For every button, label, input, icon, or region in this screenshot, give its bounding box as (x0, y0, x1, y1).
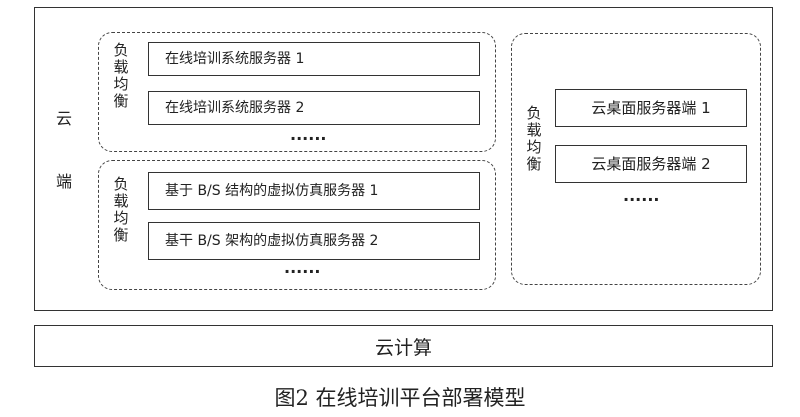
lb-char: 均 (113, 75, 129, 93)
lb-char: 载 (113, 58, 129, 76)
server-label: 基干 B/S 架构的虚拟仿真服务器 2 (165, 233, 379, 249)
server-label: 基于 B/S 结构的虚拟仿真服务器 1 (165, 183, 379, 199)
lb-char: 载 (113, 192, 129, 210)
group-desktop-lb-label: 负 载 均 衡 (525, 105, 543, 173)
lb-char: 载 (526, 121, 542, 139)
simulation-server-2: 基干 B/S 架构的虚拟仿真服务器 2 (148, 222, 480, 260)
server-label: 在线培训系统服务器 2 (165, 100, 305, 116)
group-simulation-lb-label: 负 载 均 衡 (112, 176, 130, 244)
training-ellipsis: ······ (290, 129, 327, 148)
training-server-2: 在线培训系统服务器 2 (148, 91, 480, 125)
server-label: 在线培训系统服务器 1 (165, 51, 305, 67)
cloud-end-label-2: 端 (56, 172, 73, 191)
simulation-server-1: 基于 B/S 结构的虚拟仿真服务器 1 (148, 172, 480, 210)
cloud-desktop-ellipsis: ······ (623, 190, 660, 209)
cloud-desktop-server-1: 云桌面服务器端 1 (555, 89, 747, 127)
server-label: 云桌面服务器端 1 (591, 98, 711, 117)
group-training-lb-label: 负 载 均 衡 (112, 42, 130, 110)
simulation-ellipsis: ······ (284, 262, 321, 281)
load-balance-group-training (98, 32, 496, 152)
lb-char: 均 (113, 209, 129, 227)
lb-char: 衡 (526, 155, 542, 173)
cloud-computing-bar: 云计算 (34, 325, 773, 367)
lb-char: 衡 (113, 92, 129, 110)
cloud-desktop-server-2: 云桌面服务器端 2 (555, 145, 747, 183)
lb-char: 负 (113, 175, 129, 193)
lb-char: 负 (526, 104, 542, 122)
cloud-computing-label: 云计算 (374, 336, 432, 359)
cloud-end-label-1: 云 (56, 109, 73, 128)
load-balance-group-simulation (98, 160, 496, 290)
server-label: 云桌面服务器端 2 (591, 154, 711, 173)
cloud-end-frame (34, 7, 773, 311)
lb-char: 负 (113, 41, 129, 59)
figure-caption: 图2 在线培训平台部署模型 (274, 386, 526, 410)
load-balance-group-cloud-desktop (511, 33, 761, 285)
lb-char: 衡 (113, 226, 129, 244)
training-server-1: 在线培训系统服务器 1 (148, 42, 480, 76)
lb-char: 均 (526, 138, 542, 156)
